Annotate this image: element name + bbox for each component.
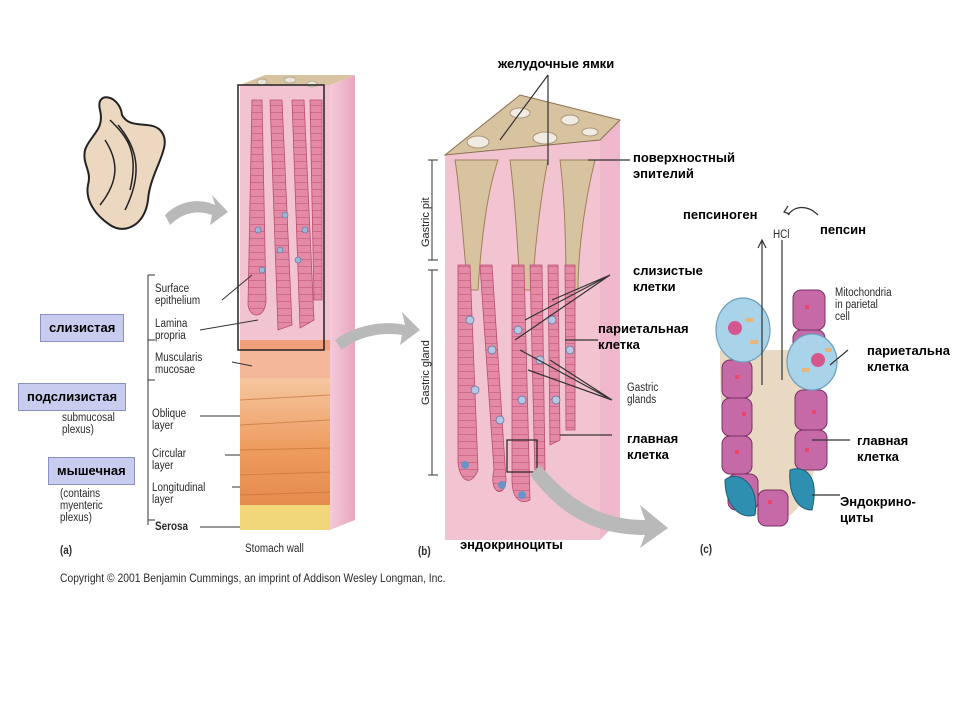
panel-a-tag: (a) [60, 545, 73, 557]
label-gastric-pits: желудочные ямки [498, 56, 615, 71]
zoom-arrow-c [530, 465, 668, 548]
mucosa-box: слизистая [40, 314, 125, 342]
label-surface-epithelium: Surface epithelium [155, 283, 201, 307]
copyright-notice: Copyright © 2001 Benjamin Cummings, an i… [60, 571, 446, 585]
panel-a-leaders [147, 274, 259, 528]
panel-c-arrows [757, 205, 850, 496]
label-circular-layer: Circular layer [152, 448, 187, 472]
label-pepsin: пепсин [820, 222, 867, 237]
panel-a-caption: Stomach wall [245, 543, 304, 555]
label-gastric-gland: Gastric gland [420, 340, 432, 405]
label-submucosal-plexus: submucosal plexus) [62, 412, 115, 436]
label-gastric-pit: Gastric pit [420, 197, 432, 247]
label-muscularis-mucosae: Muscularis mucosae [155, 352, 203, 376]
panel-b-leaders [499, 74, 630, 436]
stomach-outline-icon [83, 96, 166, 230]
label-endocrinocytes-b: эндокриноциты [460, 537, 563, 552]
gland-detail [715, 289, 838, 527]
panel-b-brackets [428, 159, 438, 476]
zoom-arrow-a [165, 195, 228, 225]
label-oblique-layer: Oblique layer [152, 408, 187, 432]
label-mucous-cells: слизистые клетки [633, 263, 703, 294]
label-endocrinocytes-c: Эндокрино- циты [840, 494, 916, 525]
label-surface-epithelium-ru: поверхностный эпителий [633, 150, 736, 181]
zoom-arrow-b [335, 312, 420, 350]
label-chief-cell-c: главная клетка [857, 433, 909, 464]
panel-c-tag: (c) [700, 544, 713, 556]
label-longitudinal-layer: Longitudinal layer [152, 482, 206, 506]
label-parietal-cell-c: париетальна клетка [867, 343, 951, 374]
label-parietal-cell-b: париетальная клетка [598, 321, 689, 352]
gastric-gland-block [443, 94, 621, 540]
submucosa-box: подслизистая [18, 383, 127, 411]
label-myenteric-plexus: (contains myenteric plexus) [60, 488, 103, 524]
muscularis-box: мышечная [48, 457, 135, 485]
label-hcl: HCl [773, 229, 790, 241]
label-pepsinogen: пепсиноген [683, 207, 758, 222]
stomach-wall-block [237, 75, 355, 530]
label-lamina-propria: Lamina propria [155, 318, 188, 342]
label-gastric-glands: Gastric glands [627, 382, 659, 406]
label-mitochondria: Mitochondria in parietal cell [835, 287, 892, 323]
panel-b-tag: (b) [418, 546, 431, 558]
label-chief-cell-b: главная клетка [627, 431, 679, 462]
label-serosa: Serosa [155, 521, 188, 533]
